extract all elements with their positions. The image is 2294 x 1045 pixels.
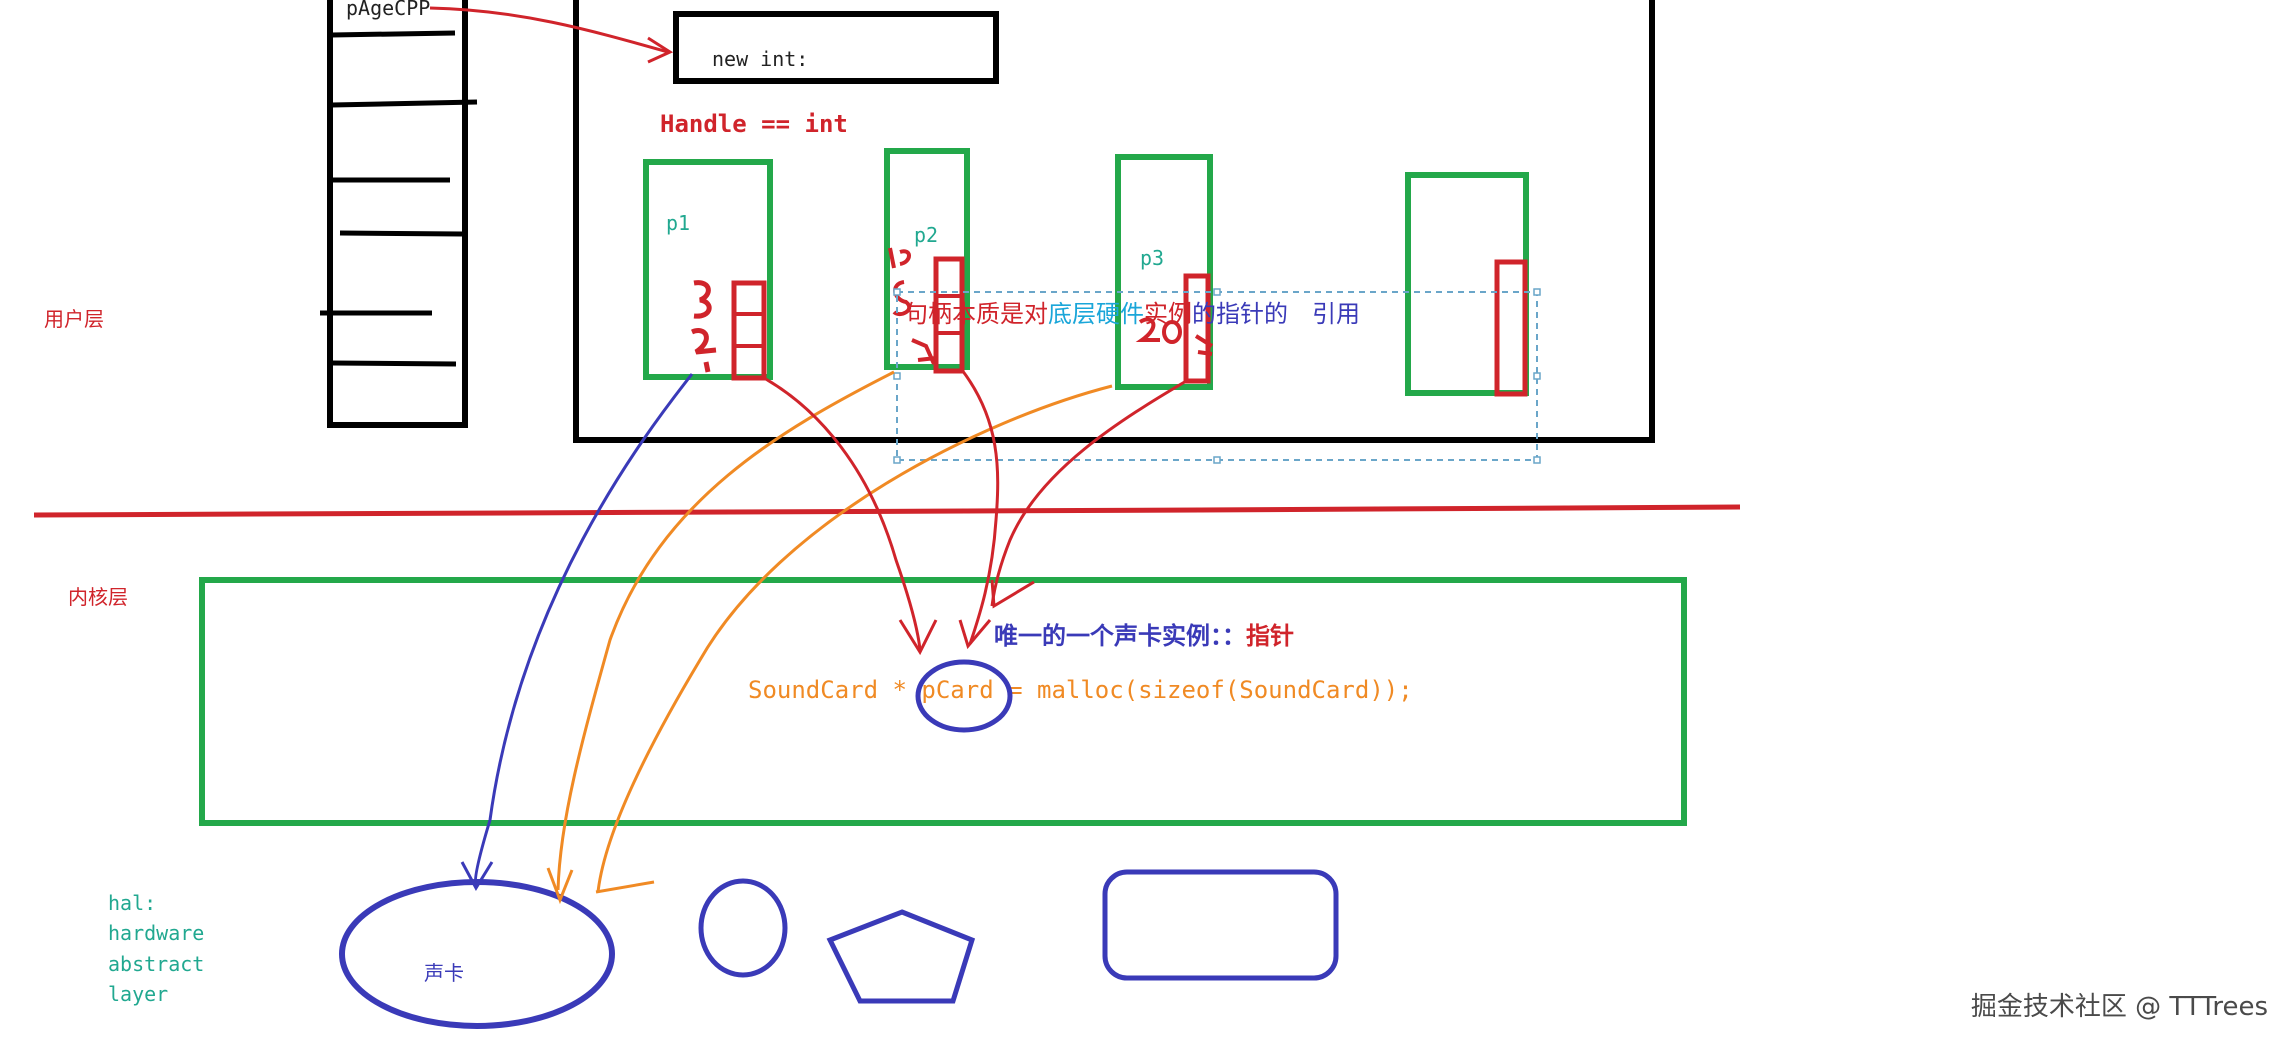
handle-box-p3: p3 (1115, 154, 1214, 390)
handle-box-p2: p2 (884, 148, 970, 374)
device-circle (698, 878, 788, 978)
handle-equals-int: Handle == int (660, 110, 848, 138)
kernel-layer-label: 内核层 (68, 585, 128, 609)
malloc-code: SoundCard * pCard = malloc(sizeof(SoundC… (748, 676, 1413, 704)
handle-box-p1: p1 (643, 159, 773, 381)
new-int-box (673, 11, 999, 84)
kernel-box (199, 577, 1687, 826)
user-kernel-divider (33, 504, 1741, 518)
stack-to-newint-arrow (429, 6, 669, 54)
sound-card-label: 声卡 (424, 961, 464, 985)
watermark: 掘金技术社区 @ TTTrees (1970, 992, 2268, 1022)
note-selection-box (893, 288, 1541, 464)
sound-card-ellipse (339, 879, 615, 1029)
svg-text:p3: p3 (1140, 246, 1164, 270)
svg-text:p1: p1 (666, 211, 690, 235)
hal-label: hal: hardware abstract layer (108, 891, 216, 1006)
pcard-circle (915, 659, 1013, 733)
device-pentagon (826, 909, 976, 1004)
stack-label: pAgeCPP (346, 0, 430, 20)
instance-note: 唯一的一个声卡实例：：指针 (994, 622, 1294, 650)
stack-block: pAgeCPP (320, 0, 478, 428)
svg-text:p2: p2 (914, 223, 938, 247)
new-int-label: new int: (712, 47, 808, 71)
user-layer-label: 用户层 (44, 307, 104, 331)
handle-box-4 (1405, 172, 1529, 397)
arrows (460, 369, 1189, 905)
process-memory-box (573, 0, 1655, 443)
device-rounded-rect (1102, 869, 1339, 981)
handle-note: 句柄本质是对底层硬件实例的指针的引用 (904, 300, 1360, 328)
